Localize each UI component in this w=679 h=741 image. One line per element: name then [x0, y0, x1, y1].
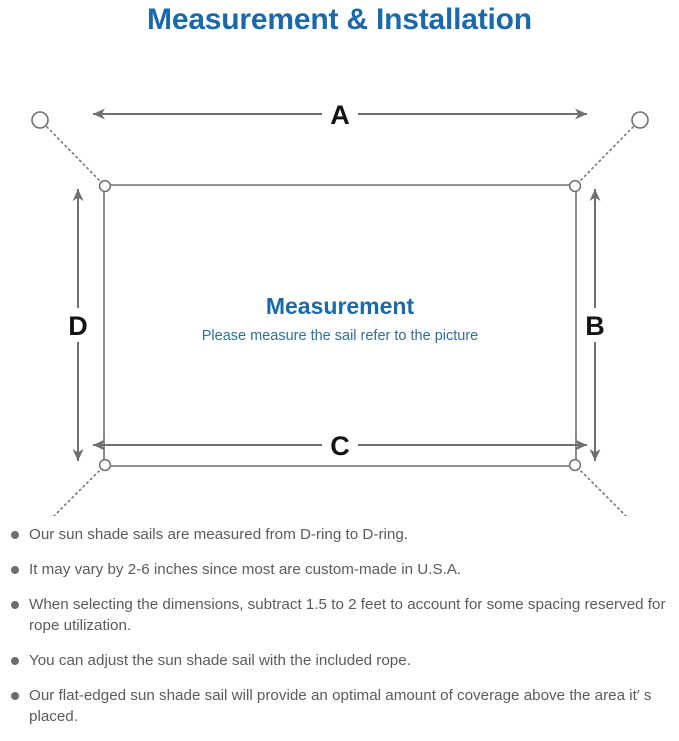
sail-subheading: Please measure the sail refer to the pic… — [202, 328, 478, 344]
bullet-icon — [11, 601, 19, 609]
d-ring-top-left — [98, 179, 112, 193]
dimension-line-d: D — [68, 189, 88, 461]
d-ring-bottom-left — [98, 458, 112, 472]
page-title: Measurement & Installation — [147, 3, 532, 36]
sail-body — [103, 184, 577, 467]
note-item: You can adjust the sun shade sail with t… — [0, 650, 679, 671]
d-ring-bottom-right — [568, 458, 582, 472]
note-item: Our flat-edged sun shade sail will provi… — [0, 685, 679, 727]
note-text: It may vary by 2-6 inches since most are… — [29, 561, 462, 578]
notes-list: Our sun shade sails are measured from D-… — [0, 524, 679, 741]
d-ring-top-right — [568, 179, 582, 193]
note-text: You can adjust the sun shade sail with t… — [29, 652, 411, 669]
rope-top-right — [580, 124, 636, 181]
dimension-label-c: C — [330, 431, 350, 461]
bullet-icon — [11, 692, 19, 700]
bullet-icon — [11, 657, 19, 665]
anchor-point-top-left — [31, 111, 49, 129]
note-item: It may vary by 2-6 inches since most are… — [0, 559, 679, 580]
note-text: When selecting the dimensions, subtract … — [29, 596, 666, 634]
note-text: Our flat-edged sun shade sail will provi… — [29, 687, 652, 725]
dimension-line-b: B — [585, 189, 605, 461]
dimension-line-a: A — [93, 100, 587, 130]
anchor-point-top-right — [631, 111, 649, 129]
sail-heading: Measurement — [266, 293, 415, 319]
rope-top-left — [44, 124, 100, 181]
dimension-label-b: B — [585, 311, 605, 341]
dimension-label-d: D — [68, 311, 88, 341]
note-item: Our sun shade sails are measured from D-… — [0, 524, 679, 545]
note-item: When selecting the dimensions, subtract … — [0, 594, 679, 636]
rope-bottom-left — [52, 470, 100, 516]
note-text: Our sun shade sails are measured from D-… — [29, 526, 408, 543]
bullet-icon — [11, 531, 19, 539]
bullet-icon — [11, 566, 19, 574]
dimension-label-a: A — [330, 100, 350, 130]
dimension-line-c: C — [93, 431, 587, 461]
rope-bottom-right — [580, 470, 628, 516]
measurement-diagram: Measurement Please measure the sail refe… — [0, 46, 679, 516]
diagram-canvas: Measurement Please measure the sail refe… — [31, 100, 649, 516]
